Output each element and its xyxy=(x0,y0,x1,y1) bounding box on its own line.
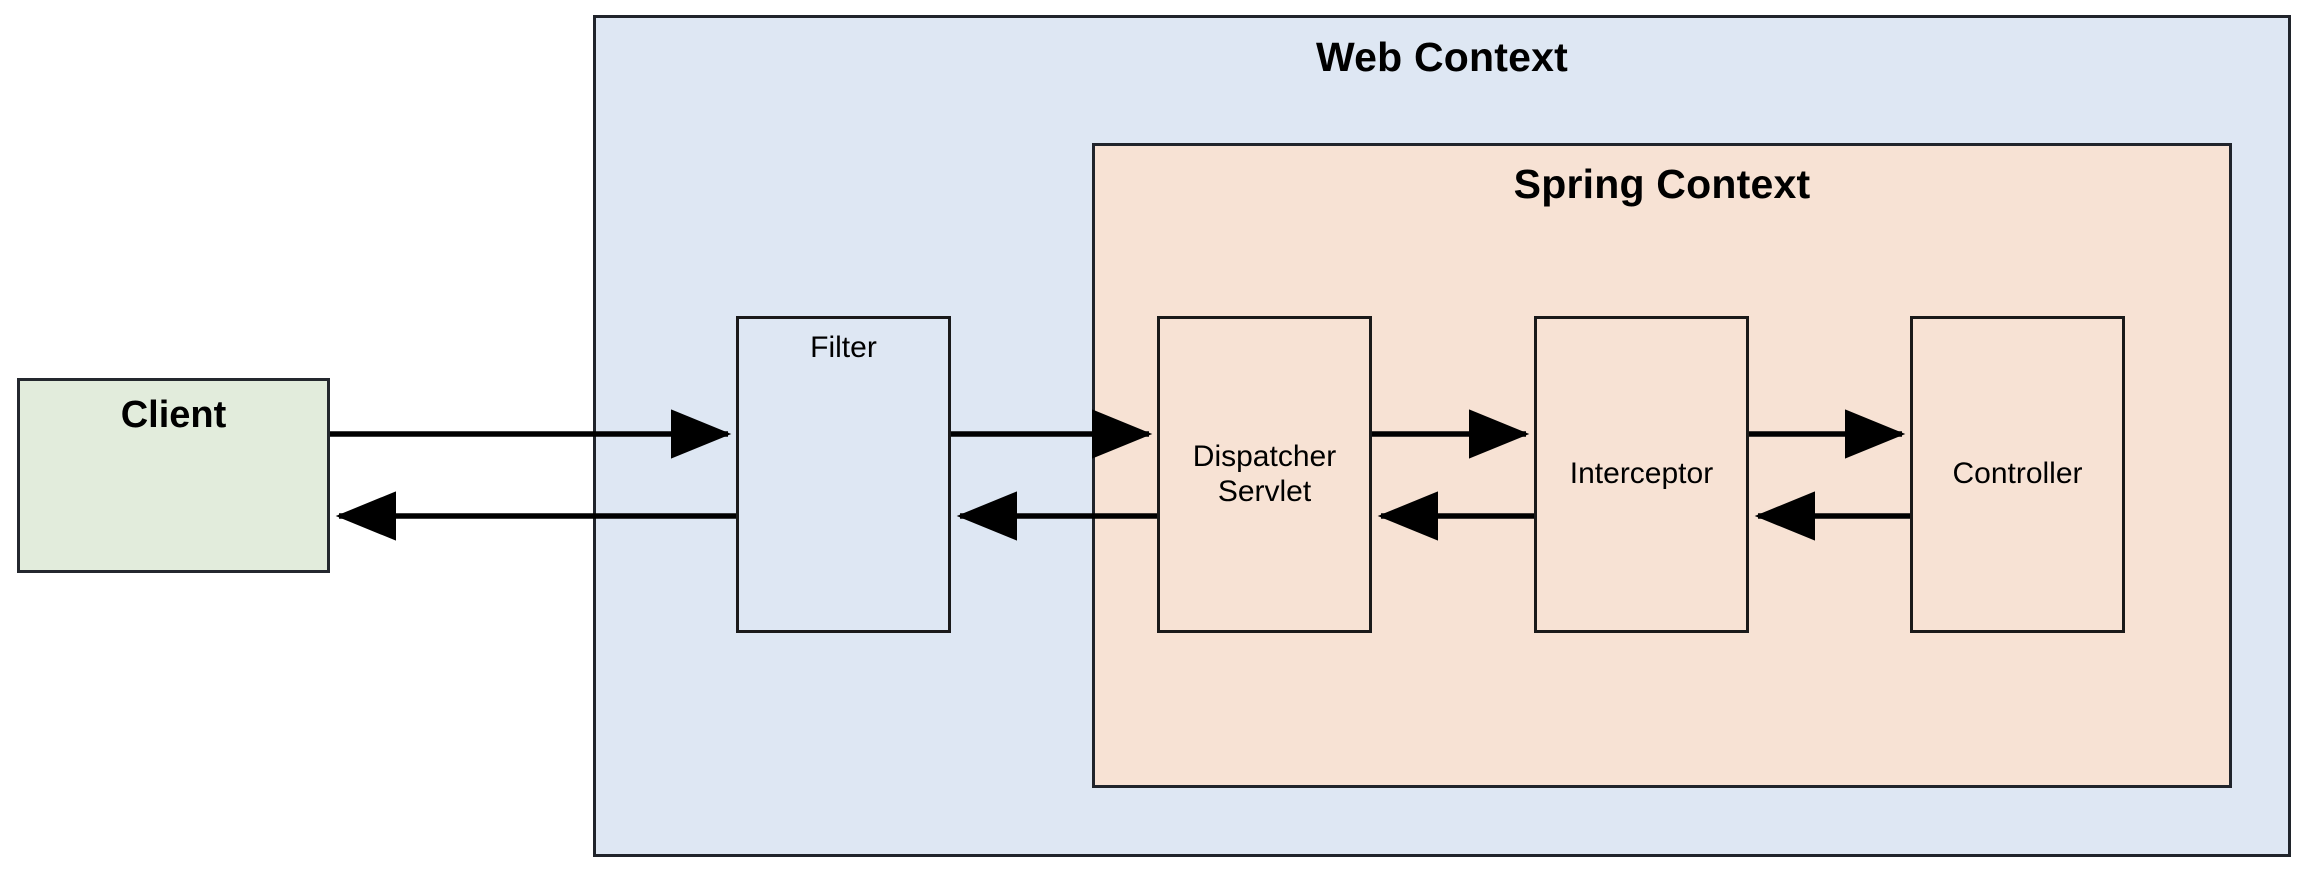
controller-node-label: Controller xyxy=(1952,457,2083,491)
filter-node[interactable]: Filter xyxy=(736,316,951,633)
client-node[interactable]: Client xyxy=(17,378,330,573)
dispatcher-servlet-node[interactable]: Dispatcher Servlet xyxy=(1157,316,1372,633)
client-node-label: Client xyxy=(120,394,227,436)
spring-context-title: Spring Context xyxy=(1513,161,1811,207)
controller-node[interactable]: Controller xyxy=(1910,316,2125,633)
dispatcher-servlet-node-label: Dispatcher Servlet xyxy=(1192,440,1337,508)
web-context-title: Web Context xyxy=(1315,34,1568,80)
interceptor-node-label: Interceptor xyxy=(1569,457,1714,491)
filter-node-label: Filter xyxy=(810,331,877,364)
interceptor-node[interactable]: Interceptor xyxy=(1534,316,1749,633)
